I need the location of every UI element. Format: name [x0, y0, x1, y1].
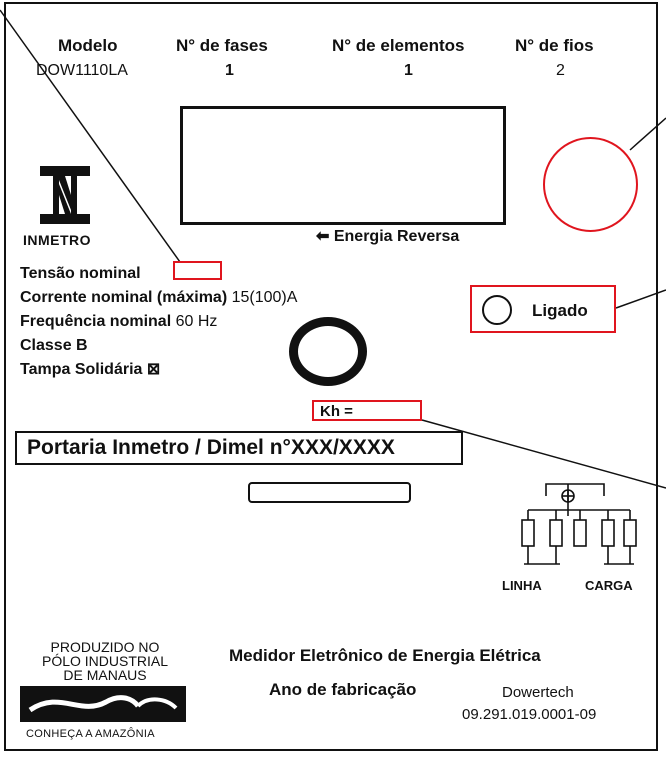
- checkbox-x-icon: ⊠: [146, 361, 161, 378]
- header-fios-value: 2: [556, 62, 565, 79]
- spec-frequencia-label: Frequência nominal: [20, 313, 172, 330]
- callout-line-circle: [629, 117, 666, 151]
- amazon-river-logo-icon: [20, 686, 186, 722]
- spec-tampa-label: Tampa Solidária: [20, 361, 143, 378]
- wiring-load-label: CARGA: [585, 578, 633, 593]
- spec-corrente-value: 15(100)A: [231, 289, 298, 306]
- inmetro-logo-icon: [40, 166, 90, 224]
- header-fases-value: 1: [225, 62, 234, 79]
- spec-corrente: Corrente nominal (máxima) 15(100)A: [20, 288, 297, 308]
- producer-tagline: CONHEÇA A AMAZÔNIA: [26, 728, 155, 740]
- callout-line-tensao: [0, 9, 181, 263]
- callout-line-ligado: [615, 289, 666, 309]
- producer-line3: DE MANAUS: [63, 667, 147, 683]
- meter-plate-frame: [4, 2, 658, 751]
- spec-tensao-label: Tensão nominal: [20, 265, 141, 282]
- label-slot: [248, 482, 411, 503]
- kh-box: Kh =: [312, 400, 422, 421]
- footer-cnpj: 09.291.019.0001-09: [462, 706, 597, 723]
- producer-line1: PRODUZIDO NO: [50, 639, 160, 655]
- portaria-box: Portaria Inmetro / Dimel n°XXX/XXXX: [15, 431, 463, 465]
- header-elementos-label: N° de elementos: [332, 36, 465, 55]
- footer-company: Dowertech: [502, 684, 574, 701]
- spec-corrente-label: Corrente nominal (máxima): [20, 289, 228, 306]
- optical-port-circle: [543, 137, 638, 232]
- wiring-line-label: LINHA: [502, 578, 542, 593]
- header-fios-label: N° de fios: [515, 36, 594, 55]
- spec-tampa: Tampa Solidária ⊠: [20, 360, 160, 380]
- led-circle-icon: [482, 295, 512, 325]
- arrow-left-icon: ⬅: [316, 228, 330, 245]
- header-fases-label: N° de fases: [176, 36, 268, 55]
- ligado-label: Ligado: [532, 301, 588, 320]
- display-window: [180, 106, 506, 225]
- kh-label: Kh =: [320, 403, 353, 420]
- spec-classe: Classe B: [20, 337, 88, 354]
- footer-year-label: Ano de fabricação: [269, 680, 417, 699]
- spec-tensao: Tensão nominal: [20, 264, 141, 284]
- header-modelo-value: DOW1110LA: [36, 62, 128, 79]
- spec-frequencia-value: 60 Hz: [175, 313, 218, 330]
- footer-title: Medidor Eletrônico de Energia Elétrica: [229, 646, 541, 665]
- producer-line2: PÓLO INDUSTRIAL: [41, 653, 169, 669]
- inmetro-logo-text: INMETRO: [23, 232, 92, 248]
- ligado-indicator-box: Ligado: [470, 285, 616, 333]
- wiring-diagram: [521, 483, 637, 565]
- producer-logo-text: PRODUZIDO NO PÓLO INDUSTRIAL DE MANAUS: [20, 640, 190, 682]
- tensao-value-box: [173, 261, 222, 280]
- header-modelo-label: Modelo: [58, 36, 118, 55]
- header-elementos-value: 1: [404, 62, 413, 79]
- spec-frequencia: Frequência nominal 60 Hz: [20, 312, 217, 332]
- reverse-energy-label: Energia Reversa: [333, 228, 460, 245]
- sealing-ring: [289, 317, 367, 386]
- reverse-energy-indicator: ⬅ Energia Reversa: [316, 226, 459, 246]
